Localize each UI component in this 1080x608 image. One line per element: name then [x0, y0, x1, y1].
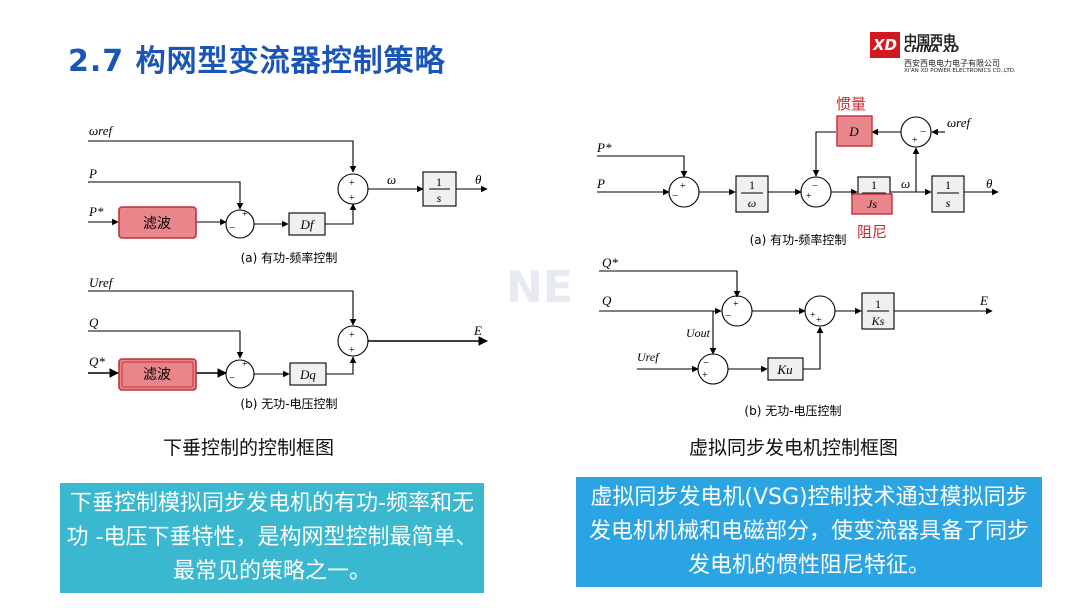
ku-label: Ku: [776, 362, 793, 377]
inertia-label: 惯量: [836, 95, 866, 113]
label-q: Q: [602, 293, 612, 308]
logo-company-cn: 西安西电电力电子有限公司: [904, 59, 1000, 68]
block-1-num: 1: [945, 178, 951, 192]
label-e: E: [473, 323, 482, 338]
caption-left-a: (a) 有功-频率控制: [241, 250, 338, 265]
label-q-star: Q*: [89, 354, 105, 369]
dq-label: Dq: [299, 367, 316, 382]
sign-plus: +: [242, 209, 248, 220]
label-theta: θ: [475, 172, 482, 187]
damping-label: 阻尼: [857, 223, 887, 241]
label-p-star: P*: [596, 140, 612, 155]
label-omega: ω: [901, 176, 910, 191]
label-q: Q: [89, 315, 99, 330]
sign-plus: +: [349, 345, 355, 356]
label-p: P: [88, 166, 97, 181]
right-diagram-b-labels: Q* Q Uout Uref Ku 1 Ks E + − + + − + (b)…: [602, 255, 988, 418]
label-omega-ref: ωref: [89, 123, 115, 138]
summary-box-left: 下垂控制模拟同步发电机的有功-频率和无功 -电压下垂特性，是构网型控制最简单、最…: [60, 483, 484, 593]
caption-right-b: (b) 无功-电压控制: [744, 404, 841, 418]
label-omega-ref: ωref: [947, 115, 973, 130]
logo-company-en: XI'AN XD POWER ELECTRONICS CO.,LTD.: [904, 68, 1016, 74]
sign-plus: +: [349, 193, 355, 204]
page-title: 2.7 构网型变流器控制策略: [68, 44, 446, 79]
right-diagram-a-labels: 惯量 阻尼 D ωref P* P 1 ω 1 Js 1 s ω θ + − +…: [596, 95, 993, 247]
label-omega: ω: [387, 172, 396, 187]
logo-cn: 中国西电: [904, 34, 957, 49]
filter-label: 滤波: [143, 216, 171, 232]
filter-label: 滤波: [143, 367, 171, 383]
block-1-num: 1: [875, 297, 881, 311]
block-omega-den: ω: [748, 196, 756, 210]
sign-minus: −: [672, 190, 678, 202]
sign-plus: +: [816, 315, 822, 326]
label-p: P: [596, 176, 605, 191]
block-1-num: 1: [436, 175, 442, 189]
block-s-den: s: [437, 191, 442, 205]
sign-plus: +: [242, 359, 248, 370]
label-u-ref: Uref: [89, 275, 115, 290]
sign-plus: +: [912, 135, 918, 146]
sign-plus: +: [806, 191, 812, 202]
summary-box-right: 虚拟同步发电机(VSG)控制技术通过模拟同步发电机机械和电磁部分，使变流器具备了…: [576, 477, 1042, 587]
label-p-star: P*: [88, 204, 104, 219]
left-diagram-b: [88, 290, 488, 391]
label-theta: θ: [986, 176, 993, 191]
label-u-out: Uout: [686, 326, 711, 340]
left-diagram-a-labels: ωref P P* 滤波 Df ω 1 s θ + − + + (a) 有功-频…: [88, 123, 482, 265]
block-s-den: s: [946, 196, 951, 210]
sign-minus: −: [725, 310, 731, 322]
sign-plus: +: [349, 178, 355, 189]
block-ks-den: Ks: [871, 314, 885, 328]
logo-en: CHINA XD: [904, 44, 960, 55]
block-1-num: 1: [749, 178, 755, 192]
sign-minus: −: [229, 372, 235, 384]
sign-minus: −: [229, 222, 235, 234]
sign-plus: +: [810, 310, 816, 321]
caption-right-a: (a) 有功-频率控制: [750, 232, 847, 247]
watermark: NE: [506, 262, 573, 313]
sign-minus: −: [812, 180, 818, 192]
sign-plus: +: [702, 370, 708, 381]
left-diagram-b-labels: Uref Q Q* 滤波 Dq E + − + + (b) 无功-电压控制: [89, 275, 482, 411]
df-label: Df: [300, 217, 316, 232]
d-label: D: [848, 124, 859, 139]
block-js-den: Js: [867, 197, 877, 211]
caption-right: 虚拟同步发电机控制框图: [689, 437, 899, 459]
caption-left: 下垂控制的控制框图: [163, 437, 335, 459]
right-diagram-a: [597, 115, 999, 215]
sign-plus: +: [733, 299, 739, 310]
label-q-star: Q*: [602, 255, 618, 270]
caption-left-b: (b) 无功-电压控制: [240, 397, 337, 411]
sign-plus: +: [349, 330, 355, 341]
company-logo: XD 中国西电 CHINA XD 西安西电电力电子有限公司 XI'AN XD P…: [870, 30, 1050, 80]
sign-plus: +: [680, 181, 686, 192]
label-e: E: [979, 293, 988, 308]
sign-minus: −: [920, 126, 926, 138]
sign-minus: −: [703, 357, 709, 369]
logo-mark: XD: [870, 32, 900, 58]
left-diagram-a: [88, 140, 488, 239]
block-1-num: 1: [871, 178, 877, 192]
label-u-ref: Uref: [637, 350, 660, 364]
right-diagram-b: [599, 270, 993, 385]
